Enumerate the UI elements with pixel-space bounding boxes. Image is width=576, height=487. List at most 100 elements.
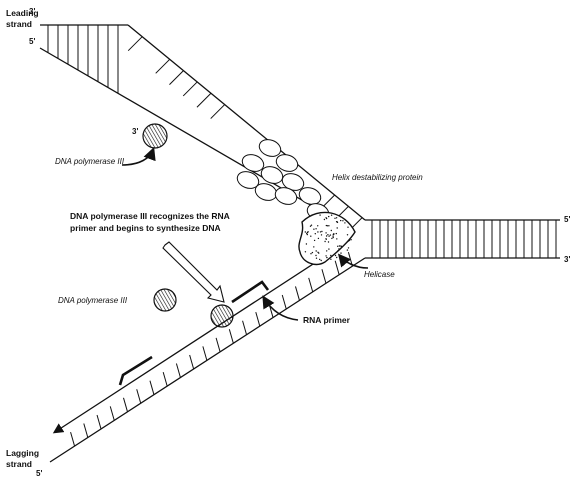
helicase-stipple-dot [315,254,317,257]
base-pair-rung [321,269,327,284]
helicase-stipple-dot [305,243,308,245]
helicase-stipple-dot [344,222,346,224]
helicase-stipple-dot [315,257,318,259]
base-pair-rung [196,92,212,108]
helicase-stipple-dot [309,225,312,227]
base-pair-rung [70,431,76,447]
helicase-stipple-dot [315,250,317,252]
helicase-stipple-dot [325,235,328,237]
helicase-stipple-dot [304,231,306,233]
lagging-strand-outer [49,257,366,463]
base-pair-rung [294,286,300,301]
helicase-stipple-dot [347,226,349,228]
helicase-stipple-dot [336,256,338,259]
rna-primer-arrow [262,295,299,321]
helicase-stipple-dot [334,217,336,219]
helicase-stipple-dot [327,241,330,243]
helicase-stipple-dot [350,239,352,241]
leading-strand-label-2: strand [6,19,32,29]
helicase-stipple-dot [328,248,330,250]
helicase-stipple-dot [338,248,340,250]
leading-5prime-label: 5' [29,37,35,46]
helicase-stipple-dot [325,238,327,240]
helicase-stipple-dot [328,225,330,227]
dna-polymerase-on-primer [210,304,234,328]
recognition-hollow-arrow [162,241,225,303]
helicase-stipple-dot [330,254,332,257]
helicase-stipple-dot [323,218,326,221]
base-pair-rung [308,277,314,293]
helicase-stipple-dot [327,234,329,236]
dna-polymerase-label-bottom: DNA polymerase III [58,296,128,305]
helicase-stipple-dot [330,258,332,260]
helicase-stipple-dot [306,231,309,234]
helicase-shape [298,211,356,266]
lagging-strand-base-pairs [70,252,353,447]
helix-destabilizing-label: Helix destabilizing protein [332,173,423,182]
helicase-stipple-dot [319,214,321,216]
rna-primer-segment [231,280,270,304]
base-pair-rung [210,104,226,119]
helicase-stipple-dot [346,249,349,251]
helicase-stipple-dot [335,217,338,219]
dna-polymerase-label-top: DNA polymerase III [55,157,125,166]
helix-destabilizing-proteins [236,139,330,221]
helicase-arrow [337,253,369,269]
helicase-stipple-dot [335,232,337,235]
helicase-stipple-dot [320,259,322,262]
helicase-stipple-dot [336,238,338,240]
helicase-stipple-dot [310,224,313,226]
helicase-stipple-dot [313,239,316,242]
helicase-stipple-dot [333,233,335,235]
base-pair-rung [162,371,168,387]
base-pair-rung [123,397,128,412]
dna-polymerase-free [153,288,177,312]
base-pair-rung [189,354,195,370]
helicase-stipple-dot [336,221,339,224]
base-pair-rung [169,70,184,85]
helicase-stipple-dot [321,230,323,233]
right-3prime-label: 3' [564,255,570,264]
helicase-stipple-dot [325,255,327,257]
helicase-stipple-dot [326,250,328,252]
base-pair-rung [334,260,340,275]
base-pair-rung [281,294,287,310]
lagging-strand-inner [52,239,351,434]
helicase-stipple-dot [315,228,317,230]
helicase-stipple-dot [331,237,333,240]
helicase-stipple-dot [346,234,349,236]
base-pair-rung [202,346,208,361]
recognition-label-1: DNA polymerase III recognizes the RNA [70,211,230,221]
rna-primer-segment-old [118,355,153,386]
helicase-stipple-dot [306,232,308,235]
base-pair-rung [109,406,115,421]
helicase-stipple-dot [324,240,326,243]
helicase-stipple-dot [340,219,342,222]
helicase-stipple-dot [329,234,332,236]
base-pair-rung [127,36,143,52]
leading-strand-outer [39,47,351,229]
helicase-label: Helicase [364,270,395,279]
base-pair-rung [228,329,234,344]
helicase-stipple-dot [311,251,314,254]
helicase-stipple-dot [334,254,337,257]
helicase-stipple-dot [304,251,307,253]
base-pair-rung [255,311,261,327]
base-pair-rung [149,380,155,395]
base-pair-rung [155,58,171,74]
helicase-stipple-dot [310,235,312,237]
helicase-stipple-dot [328,215,330,218]
rna-primer-label: RNA primer [303,315,351,325]
helicase-stipple-dot [330,214,333,216]
helicase-stipple-dot [306,233,308,236]
helicase-stipple-dot [337,245,339,247]
polymerase-3prime-label: 3' [132,127,138,136]
base-pair-rung [215,337,221,352]
dna-polymerase-leading [142,123,168,149]
leading-strand-label-1: Leading [6,8,39,18]
lagging-5prime-label: 5' [36,469,42,478]
helicase-stipple-dot [336,227,338,229]
helicase-stipple-dot [319,231,322,233]
helicase-stipple-dot [319,258,321,261]
